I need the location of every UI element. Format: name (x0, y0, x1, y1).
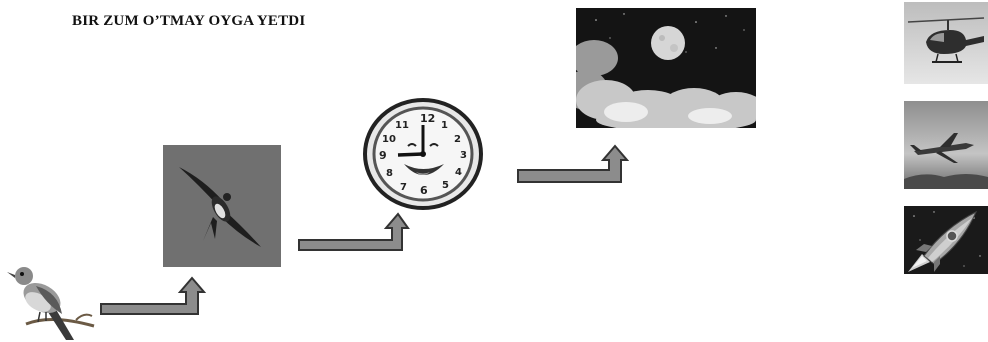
clock-number-7: 7 (400, 182, 407, 193)
page-title: BIR ZUM O’TMAY OYGA YETDI (72, 13, 305, 30)
helicopter-image (904, 2, 988, 84)
swallow-image (163, 145, 281, 267)
moon-night-sky-image (576, 8, 756, 128)
clock-number-3: 3 (460, 150, 467, 161)
clock-number-8: 8 (386, 168, 393, 179)
rocket-image (904, 206, 988, 274)
step-arrow-2 (298, 212, 410, 252)
step-arrow-1 (100, 276, 212, 316)
clock-number-11: 11 (395, 120, 409, 131)
clock-number-12: 12 (420, 112, 435, 125)
fighter-jet-image (904, 101, 988, 189)
clock-number-6: 6 (420, 184, 428, 197)
clock-number-1: 1 (441, 120, 448, 131)
clock-image: 12 1 2 3 4 5 6 7 8 9 10 11 (362, 98, 484, 210)
small-bird-image (6, 262, 98, 342)
clock-number-4: 4 (455, 167, 462, 178)
clock-number-9: 9 (379, 149, 387, 162)
step-arrow-3 (517, 144, 629, 184)
clock-number-2: 2 (454, 134, 461, 145)
clock-number-5: 5 (442, 180, 449, 191)
clock-number-10: 10 (382, 134, 396, 145)
